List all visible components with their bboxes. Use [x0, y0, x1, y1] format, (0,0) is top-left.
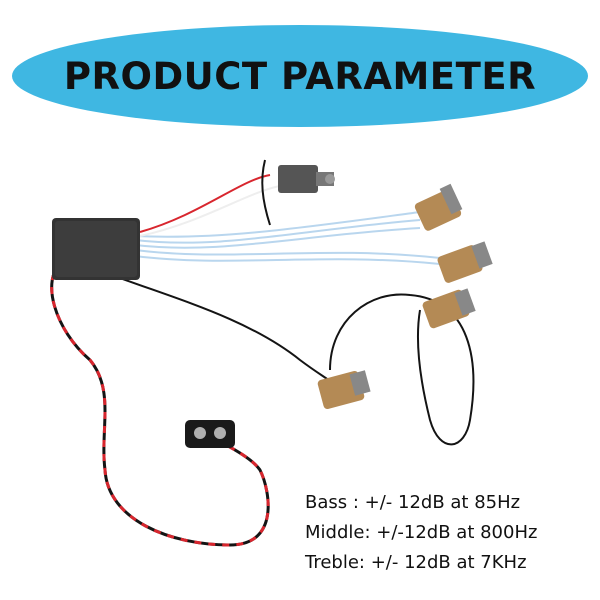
battery-snap [185, 420, 235, 448]
title-banner: PRODUCT PARAMETER [12, 25, 588, 127]
output-jack [278, 165, 335, 193]
banner-title: PRODUCT PARAMETER [63, 54, 537, 98]
potentiometer-1 [414, 183, 463, 231]
output-wire [119, 277, 336, 386]
potentiometer-3 [422, 288, 476, 329]
potentiometer-2 [437, 241, 493, 283]
ribbon-wires [134, 211, 441, 265]
preamp-box [52, 218, 140, 280]
battery-lead-wire [50, 260, 270, 547]
spec-treble: Treble: +/- 12dB at 7KHz [305, 552, 527, 573]
potentiometer-4 [317, 370, 371, 410]
spec-list: Bass : +/- 12dB at 85Hz Middle: +/-12dB … [305, 488, 595, 578]
spec-bass: Bass : +/- 12dB at 85Hz [305, 492, 521, 513]
jack-wires [139, 159, 286, 237]
loop-wire [329, 293, 475, 446]
spec-middle: Middle: +/-12dB at 800Hz [305, 522, 538, 543]
